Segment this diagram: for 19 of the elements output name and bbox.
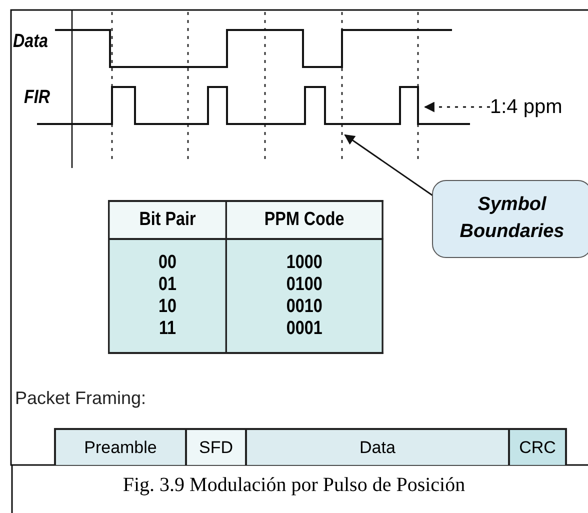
callout-text: Symbol Boundaries: [458, 193, 566, 244]
figure-caption: Fig. 3.9 Modulación por Pulso de Posición: [122, 474, 466, 497]
signal-name: FIR: [24, 87, 50, 109]
frame-field: [510, 428, 567, 465]
signal-name: Data: [13, 31, 48, 53]
frame-field: [187, 428, 247, 465]
table-cell: 00 01 10 11: [108, 239, 226, 353]
callout-bubble: [432, 180, 588, 258]
field-label: Data: [360, 438, 396, 458]
field-label: 1:4 ppm: [490, 96, 562, 118]
field-label: Preamble: [84, 438, 157, 458]
leader-arrow: [424, 102, 490, 112]
table-cell: 1000 0100 0010 0001: [226, 239, 383, 353]
field-label: CRC: [519, 438, 556, 458]
column-header: Bit Pair: [108, 201, 226, 239]
frame-field: [247, 428, 510, 465]
field-label: SFD: [199, 438, 233, 458]
section-label: Packet Framing:: [15, 388, 146, 409]
frame-field: [54, 428, 187, 465]
